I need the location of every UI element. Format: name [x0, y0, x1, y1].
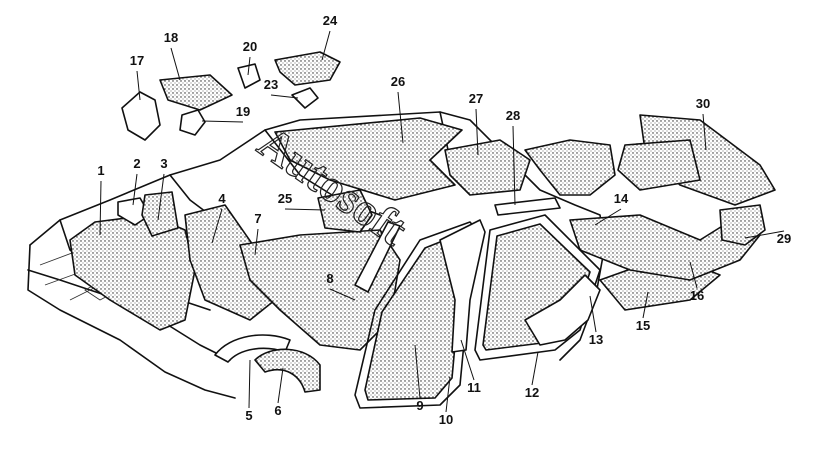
leader-line-7: [254, 228, 259, 256]
callout-19: 19: [236, 104, 250, 119]
leader-line-23: [270, 94, 299, 99]
callout-13: 13: [589, 332, 603, 347]
leader-line-19: [201, 120, 244, 123]
wheel-arch-part-5: [214, 334, 291, 363]
callout-26: 26: [391, 74, 405, 89]
leader-lines: [99, 30, 785, 413]
package-tray-part-27: [444, 139, 531, 196]
callout-2: 2: [133, 156, 140, 171]
bracket-part-17: [121, 91, 161, 141]
leader-line-9: [414, 344, 421, 399]
leader-line-24: [321, 30, 331, 61]
callout-24: 24: [323, 13, 338, 28]
floor-carpet-part-7: [239, 229, 401, 351]
leader-line-30: [702, 113, 707, 151]
door-frame-part-11: [439, 219, 486, 353]
callout-14: 14: [614, 191, 629, 206]
leader-line-8: [329, 288, 356, 301]
callout-18: 18: [164, 30, 178, 45]
leader-line-15: [642, 291, 649, 319]
pad-part-2: [117, 197, 151, 226]
trunk-lining-part-16: [569, 214, 761, 281]
callout-5: 5: [245, 408, 252, 423]
callout-20: 20: [243, 39, 257, 54]
strip-part-28: [494, 197, 561, 216]
leader-line-2: [132, 173, 138, 206]
leader-line-29: [744, 230, 785, 239]
callout-29: 29: [777, 231, 791, 246]
leader-line-20: [247, 56, 251, 76]
leader-line-18: [170, 47, 181, 81]
dash-insulation-part-4: [184, 204, 276, 321]
leader-line-6: [277, 367, 284, 404]
callout-11: 11: [467, 380, 481, 395]
wheel-arch-part-6: [254, 348, 321, 393]
callout-4: 4: [218, 191, 226, 206]
callout-8: 8: [326, 271, 333, 286]
bracket-part-24: [274, 51, 341, 86]
quarter-trim-part-13: [524, 274, 601, 346]
trunk-pad-part-14: [524, 139, 616, 196]
pillar-trim-part-8: [354, 221, 401, 293]
callout-16: 16: [690, 288, 704, 303]
leader-line-11: [460, 339, 475, 381]
callout-7: 7: [254, 211, 261, 226]
headliner-part-26: [274, 117, 463, 201]
rear-panel-part-29: [719, 204, 766, 246]
plate-part-18: [159, 74, 233, 111]
leader-line-17: [136, 70, 141, 101]
callout-17: 17: [130, 53, 144, 68]
callout-3: 3: [160, 156, 167, 171]
leader-line-1: [99, 180, 102, 236]
leader-line-26: [397, 91, 404, 144]
callout-27: 27: [469, 91, 483, 106]
leader-line-25: [284, 208, 326, 211]
callout-12: 12: [525, 385, 539, 400]
clip-part-23: [291, 87, 319, 109]
callout-1: 1: [97, 163, 104, 178]
leader-line-27: [475, 108, 479, 156]
callout-6: 6: [274, 403, 281, 418]
hood-insulation-part-1: [69, 214, 196, 331]
callout-23: 23: [264, 77, 278, 92]
leader-line-14: [594, 208, 622, 226]
callout-10: 10: [439, 412, 453, 427]
pad-part-3: [141, 191, 179, 237]
leader-line-12: [531, 351, 539, 386]
callout-25: 25: [278, 191, 292, 206]
leader-line-3: [157, 173, 165, 221]
callout-28: 28: [506, 108, 520, 123]
console-part-25: [317, 189, 373, 233]
clip-part-19: [179, 109, 206, 136]
leader-line-4: [211, 208, 223, 244]
callout-9: 9: [416, 398, 423, 413]
shelf-part-30b: [617, 139, 701, 191]
leader-line-28: [512, 125, 516, 206]
leader-line-16: [689, 261, 698, 289]
leader-line-5: [248, 359, 251, 409]
leader-line-13: [589, 295, 597, 333]
leader-line-10: [445, 376, 451, 413]
callout-30: 30: [696, 96, 710, 111]
callout-15: 15: [636, 318, 650, 333]
